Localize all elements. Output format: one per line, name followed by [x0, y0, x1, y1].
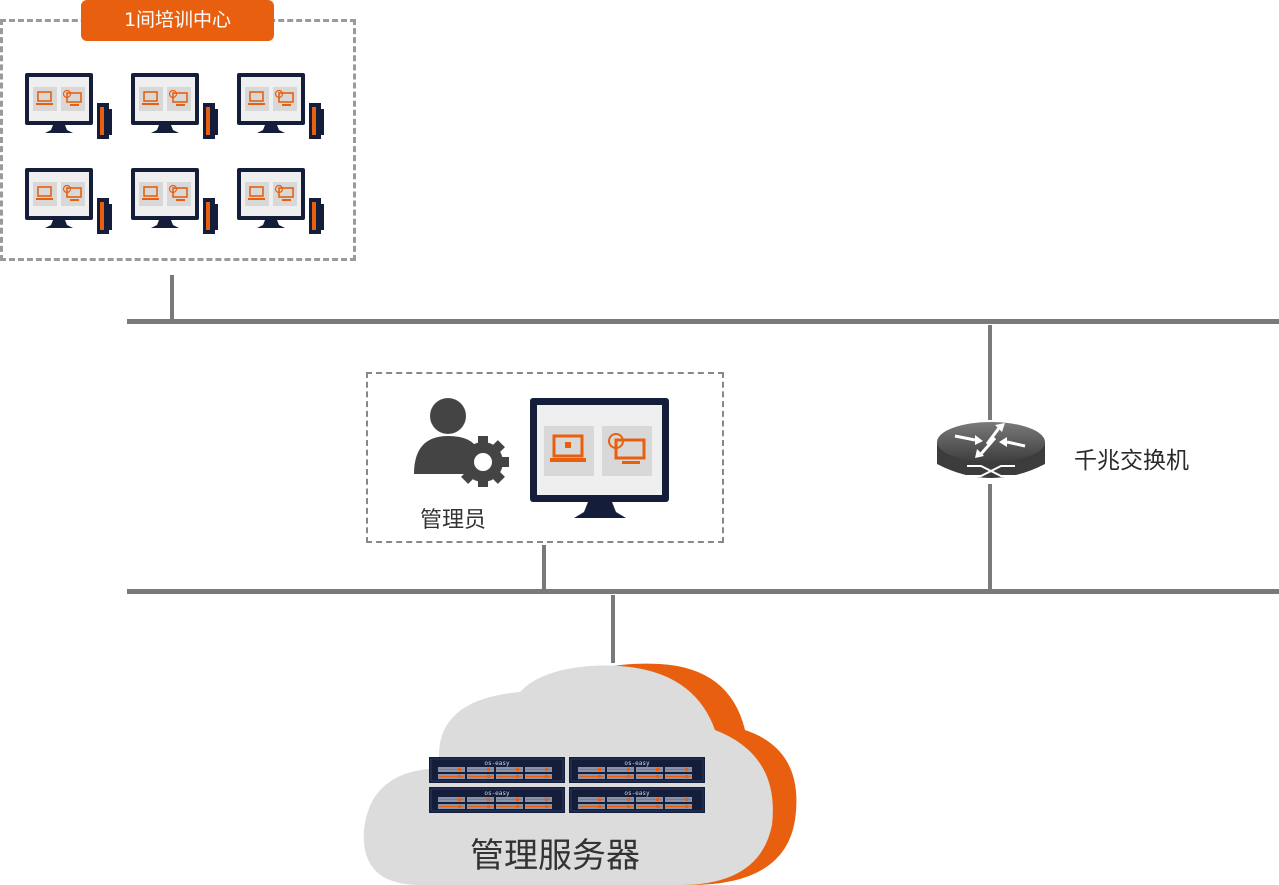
admin-link-line	[542, 545, 546, 590]
workstation-icon	[25, 73, 117, 143]
switch-downlink-line	[988, 484, 992, 590]
server-brand-label: os-easy	[624, 760, 650, 767]
workstation-icon	[237, 168, 329, 238]
admin-monitor-icon	[530, 398, 669, 518]
management-server-label: 管理服务器	[470, 836, 640, 876]
network-bus-top	[127, 319, 1279, 324]
switch-label: 千兆交换机	[1074, 448, 1189, 474]
server-rack-icon: os-easy	[429, 787, 565, 817]
admin-user-gear-icon	[414, 398, 509, 487]
server-brand-label: os-easy	[624, 790, 650, 797]
server-rack-icon: os-easy	[569, 787, 705, 817]
workstation-icon	[131, 73, 223, 143]
network-bus-bottom	[127, 589, 1279, 594]
server-brand-label: os-easy	[484, 760, 510, 767]
server-brand-label: os-easy	[484, 790, 510, 797]
workstation-icon	[131, 168, 223, 238]
switch-uplink-line	[988, 325, 992, 420]
server-link-line	[611, 595, 615, 663]
training-center-title: 1间培训中心	[81, 0, 274, 41]
training-link-line	[170, 275, 174, 321]
administrator-label: 管理员	[420, 508, 487, 533]
workstation-icon	[237, 73, 329, 143]
server-rack-icon: os-easy	[429, 757, 565, 787]
workstation-icon	[25, 168, 117, 238]
server-rack-icon: os-easy	[569, 757, 705, 787]
gigabit-switch-icon	[937, 422, 1045, 478]
administrator-group	[366, 372, 724, 543]
